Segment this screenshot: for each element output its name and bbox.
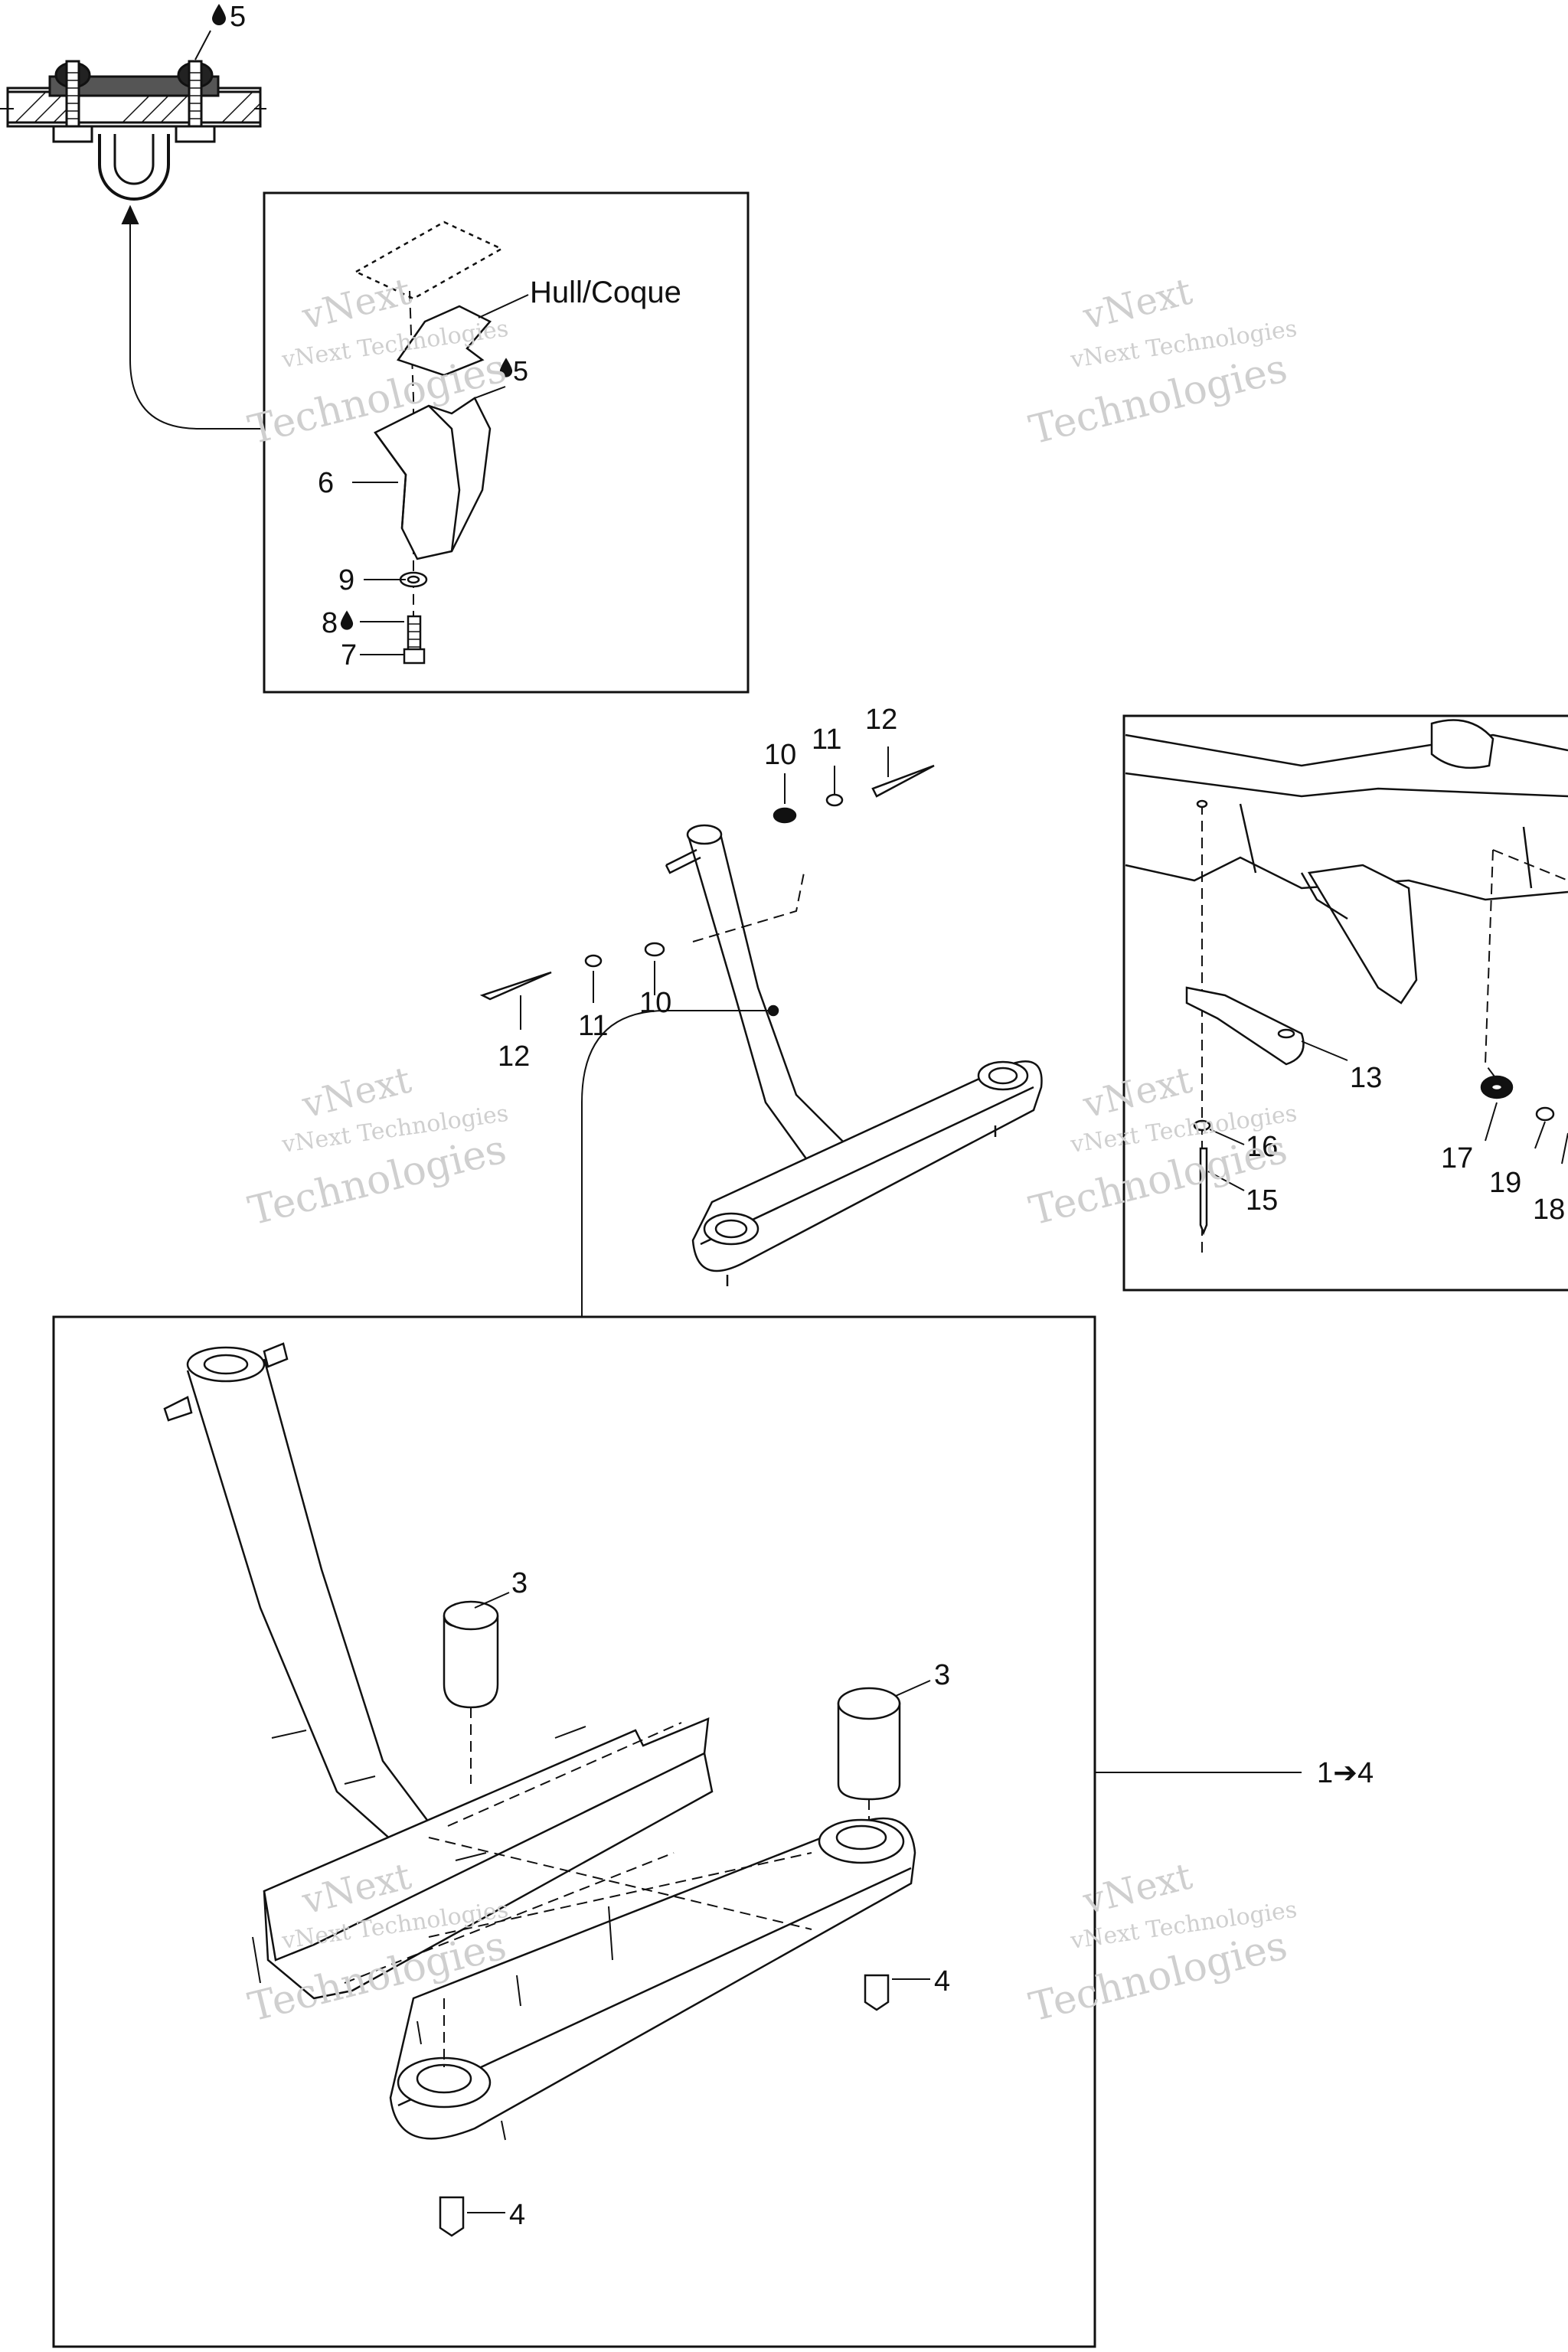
handle-assembly: [479, 746, 1043, 1317]
bracket-assembly: [352, 220, 529, 665]
leader-arrow-hull: [121, 204, 264, 430]
callout-10-left: 10: [639, 987, 671, 1019]
callout-8: 8: [322, 607, 338, 639]
hull-section-detail: [0, 30, 266, 201]
callout-11-left: 11: [578, 1010, 608, 1042]
callout-9: 9: [338, 564, 354, 596]
callout-5-top: 5: [230, 1, 246, 33]
svg-text:vNext: vNext: [297, 270, 415, 338]
exploded-view: [163, 1342, 1302, 2237]
hull-label: Hull/Coque: [530, 276, 681, 309]
callout-5-box: 5: [513, 355, 528, 387]
callout-range-1-4: 1➔4: [1317, 1757, 1374, 1789]
callout-10-top: 10: [764, 739, 796, 771]
watermark: vNext Technologies vNext Technologies vN…: [244, 270, 1299, 2030]
callout-19: 19: [1489, 1167, 1521, 1199]
callout-13: 13: [1350, 1062, 1382, 1094]
callout-6: 6: [318, 467, 334, 499]
drop-icon: [340, 610, 354, 630]
callout-7: 7: [341, 639, 357, 671]
callout-16: 16: [1246, 1131, 1278, 1163]
callout-15: 15: [1246, 1184, 1278, 1217]
callout-12-left: 12: [498, 1040, 530, 1073]
exploded-view-box: [52, 1315, 1096, 2348]
installation-detail: [1125, 719, 1568, 1256]
svg-text:vNext: vNext: [1078, 270, 1196, 338]
installation-detail-box: [1122, 714, 1568, 1292]
callout-18: 18: [1533, 1194, 1565, 1226]
svg-text:Technologies: Technologies: [1025, 345, 1292, 453]
callout-4-right: 4: [934, 1965, 950, 1998]
bracket-detail-box: [263, 191, 750, 694]
callout-17: 17: [1441, 1142, 1473, 1174]
callout-3-right: 3: [934, 1659, 950, 1691]
callout-3-left: 3: [511, 1567, 528, 1599]
callout-4-bottom: 4: [509, 2199, 525, 2231]
callout-11-top: 11: [812, 724, 841, 756]
callout-12-top: 12: [865, 704, 897, 736]
drop-icon: [212, 4, 226, 25]
